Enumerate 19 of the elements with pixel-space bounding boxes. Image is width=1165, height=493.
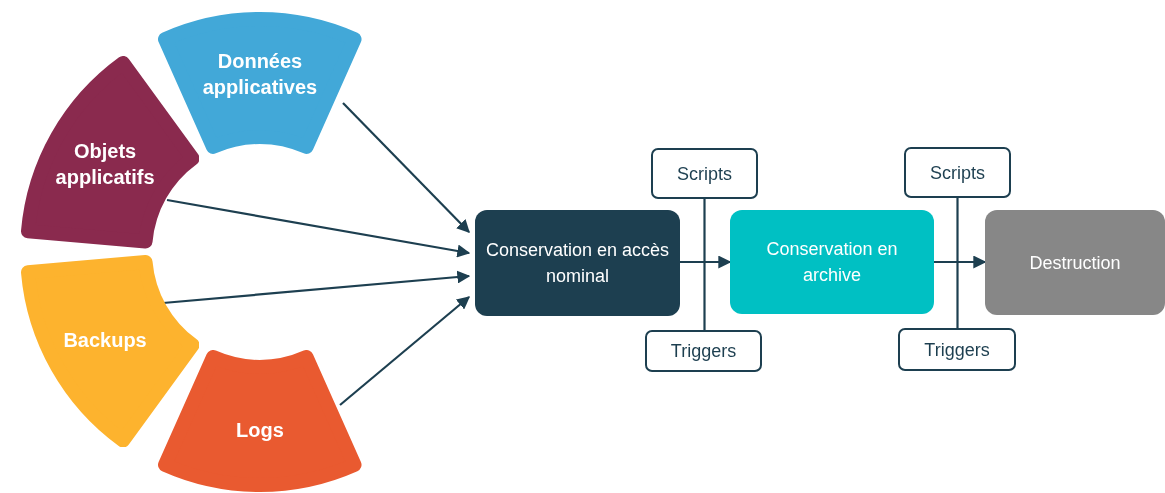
- segment-label: Objets applicatifs: [54, 139, 156, 191]
- arrow: [680, 255, 732, 269]
- tool-box: Scripts: [651, 148, 758, 199]
- tool-box: Triggers: [645, 330, 762, 372]
- connector-line: [703, 199, 706, 330]
- tool-box: Triggers: [898, 328, 1016, 371]
- process-box: Conservation en accès nominal: [475, 210, 680, 316]
- process-box: Destruction: [985, 210, 1165, 315]
- arrow: [162, 270, 471, 305]
- arrow: [342, 102, 470, 233]
- process-box: Conservation en archive: [730, 210, 934, 314]
- segment-label: Logs: [235, 418, 285, 443]
- arrow: [934, 255, 987, 269]
- connector-line: [956, 198, 959, 328]
- segment-label: Backups: [62, 327, 148, 353]
- segment-label: Données applicatives: [201, 49, 319, 100]
- arrow: [166, 198, 471, 258]
- tool-box: Scripts: [904, 147, 1011, 198]
- arrow: [339, 296, 470, 406]
